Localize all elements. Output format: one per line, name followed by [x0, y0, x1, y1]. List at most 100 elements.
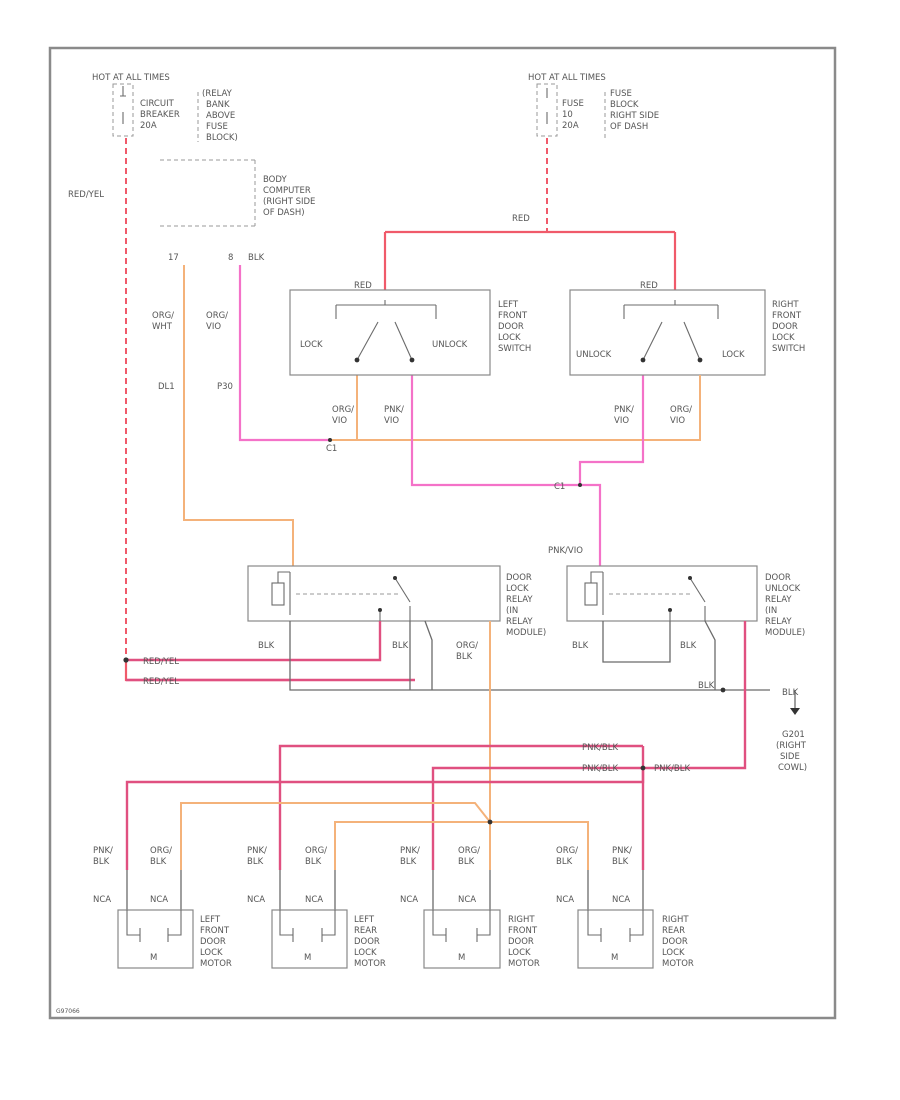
left-switch-name-4: LOCK [498, 333, 521, 343]
unlock-relay-blk-2: BLK [680, 641, 697, 651]
motor-4-leads [587, 870, 644, 910]
unlock-relay-name-2: UNLOCK [765, 584, 801, 594]
body-computer-pin-8: 8 [228, 253, 233, 263]
motor-1-symbol: M [150, 953, 157, 963]
lock-relay-name-2: LOCK [506, 584, 529, 594]
breaker-label-2: BREAKER [140, 110, 180, 120]
connector-p30: P30 [217, 382, 233, 392]
motor-2-name-1: LEFT [354, 915, 375, 925]
fuse-block-label-2: BLOCK [610, 100, 639, 110]
motor-4-wire-a-2: BLK [556, 857, 573, 867]
motor-3-leads [432, 870, 491, 910]
motor-2-box [271, 909, 348, 969]
motor-left-rear: PNK/ BLK ORG/ BLK NCA NCA M LEFT REAR DO… [247, 846, 386, 969]
unlock-relay-name-4: (IN [765, 606, 777, 616]
unlock-relay-coil-leads [590, 571, 604, 615]
right-switch-lock-label: LOCK [722, 350, 745, 360]
unlock-relay-name-3: RELAY [765, 595, 792, 605]
right-switch-name-2: FRONT [772, 311, 802, 321]
motor-2-wire-a-2: BLK [247, 857, 264, 867]
motor-4-pin-b: NCA [612, 895, 630, 905]
fuse-box [536, 83, 558, 137]
circuit-breaker-symbol [120, 86, 126, 124]
motor-2-leads [279, 870, 336, 910]
red-yel-feed-lock [126, 621, 382, 662]
door-unlock-relay: PNK/VIO DOOR UNLOCK RELAY (IN RELAY MODU… [548, 546, 805, 651]
motor-1-pin-b: NCA [150, 895, 168, 905]
right-switch-name-1: RIGHT [772, 300, 799, 310]
org-vio-lower-wire [330, 420, 701, 441]
motor-4-box [577, 909, 654, 969]
right-switch-name-3: DOOR [772, 322, 798, 332]
left-front-door-lock-switch: RED LOCK UNLOCK LEFT FRONT DOOR LOCK SWI… [289, 281, 531, 426]
ground-symbol-icon [790, 708, 800, 715]
body-computer-blk-label: BLK [248, 253, 265, 263]
motor-1-leads [126, 870, 182, 910]
org-vio-label-2: VIO [206, 322, 221, 332]
motor-4-pin-a: NCA [556, 895, 574, 905]
unlock-relay-contact-dot [668, 608, 672, 612]
left-switch-out-left-2: VIO [332, 416, 347, 426]
ground-name-4: COWL) [778, 763, 807, 773]
splice-label-right: C1 [554, 482, 565, 492]
left-switch-name-2: FRONT [498, 311, 528, 321]
motor-4-symbol: M [611, 953, 618, 963]
diagram-frame [48, 46, 837, 1020]
pnk-blk-label-3: PNK/BLK [654, 764, 690, 774]
ground-name-2: (RIGHT [776, 741, 807, 751]
lock-relay-name-3: RELAY [506, 595, 533, 605]
left-switch-contact-dot [409, 357, 415, 363]
splice-dot [328, 438, 332, 442]
figure-id: G97066 [56, 1008, 80, 1015]
switch-supply-wires [383, 230, 677, 290]
motor-1-name-3: DOOR [200, 937, 226, 947]
pnk-blk-bus-1 [431, 621, 747, 870]
unlock-relay-name-6: MODULE) [765, 628, 805, 638]
motor-2-pin-a: NCA [247, 895, 265, 905]
ground-name-3: SIDE [780, 752, 800, 762]
left-power-source: HOT AT ALL TIMES CIRCUIT BREAKER 20A (RE… [68, 73, 238, 200]
left-switch-contacts [356, 321, 413, 361]
lock-relay-name-6: MODULE) [506, 628, 546, 638]
motor-1-wire-b-2: BLK [150, 857, 167, 867]
motor-1-wire-a-2: BLK [93, 857, 110, 867]
fuse-block-label-3: RIGHT SIDE [610, 111, 659, 121]
right-power-source: HOT AT ALL TIMES FUSE 10 20A FUSE BLOCK … [512, 73, 659, 224]
motor-3-internal [432, 910, 491, 942]
motor-1-pin-a: NCA [93, 895, 111, 905]
motor-4-name-1: RIGHT [662, 915, 689, 925]
body-computer-pin-17: 17 [168, 253, 179, 263]
motor-1-wire-a-1: PNK/ [93, 846, 113, 856]
left-switch-name-5: SWITCH [498, 344, 531, 354]
motor-left-front: PNK/ BLK ORG/ BLK NCA NCA M LEFT FRONT D… [93, 846, 232, 969]
motor-3-wire-a-1: PNK/ [400, 846, 420, 856]
fuse-block-label-1: FUSE [610, 89, 632, 99]
motor-2-name-5: MOTOR [354, 959, 386, 969]
left-switch-box [289, 289, 491, 376]
right-switch-red-label: RED [640, 281, 658, 291]
motor-3-name-2: FRONT [508, 926, 538, 936]
splice-dot [578, 483, 582, 487]
relay-bank-label-4: FUSE [206, 122, 228, 132]
ground-splice-dot [720, 687, 726, 693]
connector-dl1: DL1 [158, 382, 175, 392]
lock-relay-coil-leads [277, 571, 291, 615]
org-wht-label-2: WHT [152, 322, 173, 332]
right-switch-unlock-label: UNLOCK [576, 350, 612, 360]
motor-1-wire-b-1: ORG/ [150, 846, 172, 856]
org-blk-motor-bus [180, 802, 589, 870]
motor-4-name-3: DOOR [662, 937, 688, 947]
org-vio-label-1: ORG/ [206, 311, 228, 321]
ground-blk-label: BLK [782, 688, 799, 698]
pnk-blk-bus-3 [125, 768, 645, 870]
red-yel-label-2: RED/YEL [143, 677, 179, 687]
motor-3-wire-b-1: ORG/ [458, 846, 480, 856]
right-switch-contact-dot [697, 357, 703, 363]
right-switch-out-right-2: VIO [670, 416, 685, 426]
right-switch-out-left-1: PNK/ [614, 405, 634, 415]
right-switch-contacts [642, 321, 701, 361]
ground-wire-label: BLK [698, 681, 715, 691]
motor-4-wire-a-1: ORG/ [556, 846, 578, 856]
motor-3-wire-a-2: BLK [400, 857, 417, 867]
lock-relay-out-1: ORG/ [456, 641, 478, 651]
